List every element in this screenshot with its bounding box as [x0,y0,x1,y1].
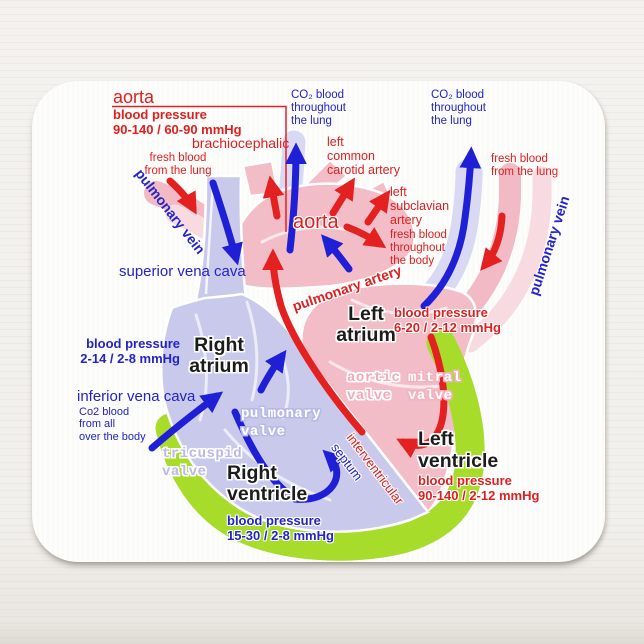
mousepad [32,81,605,562]
